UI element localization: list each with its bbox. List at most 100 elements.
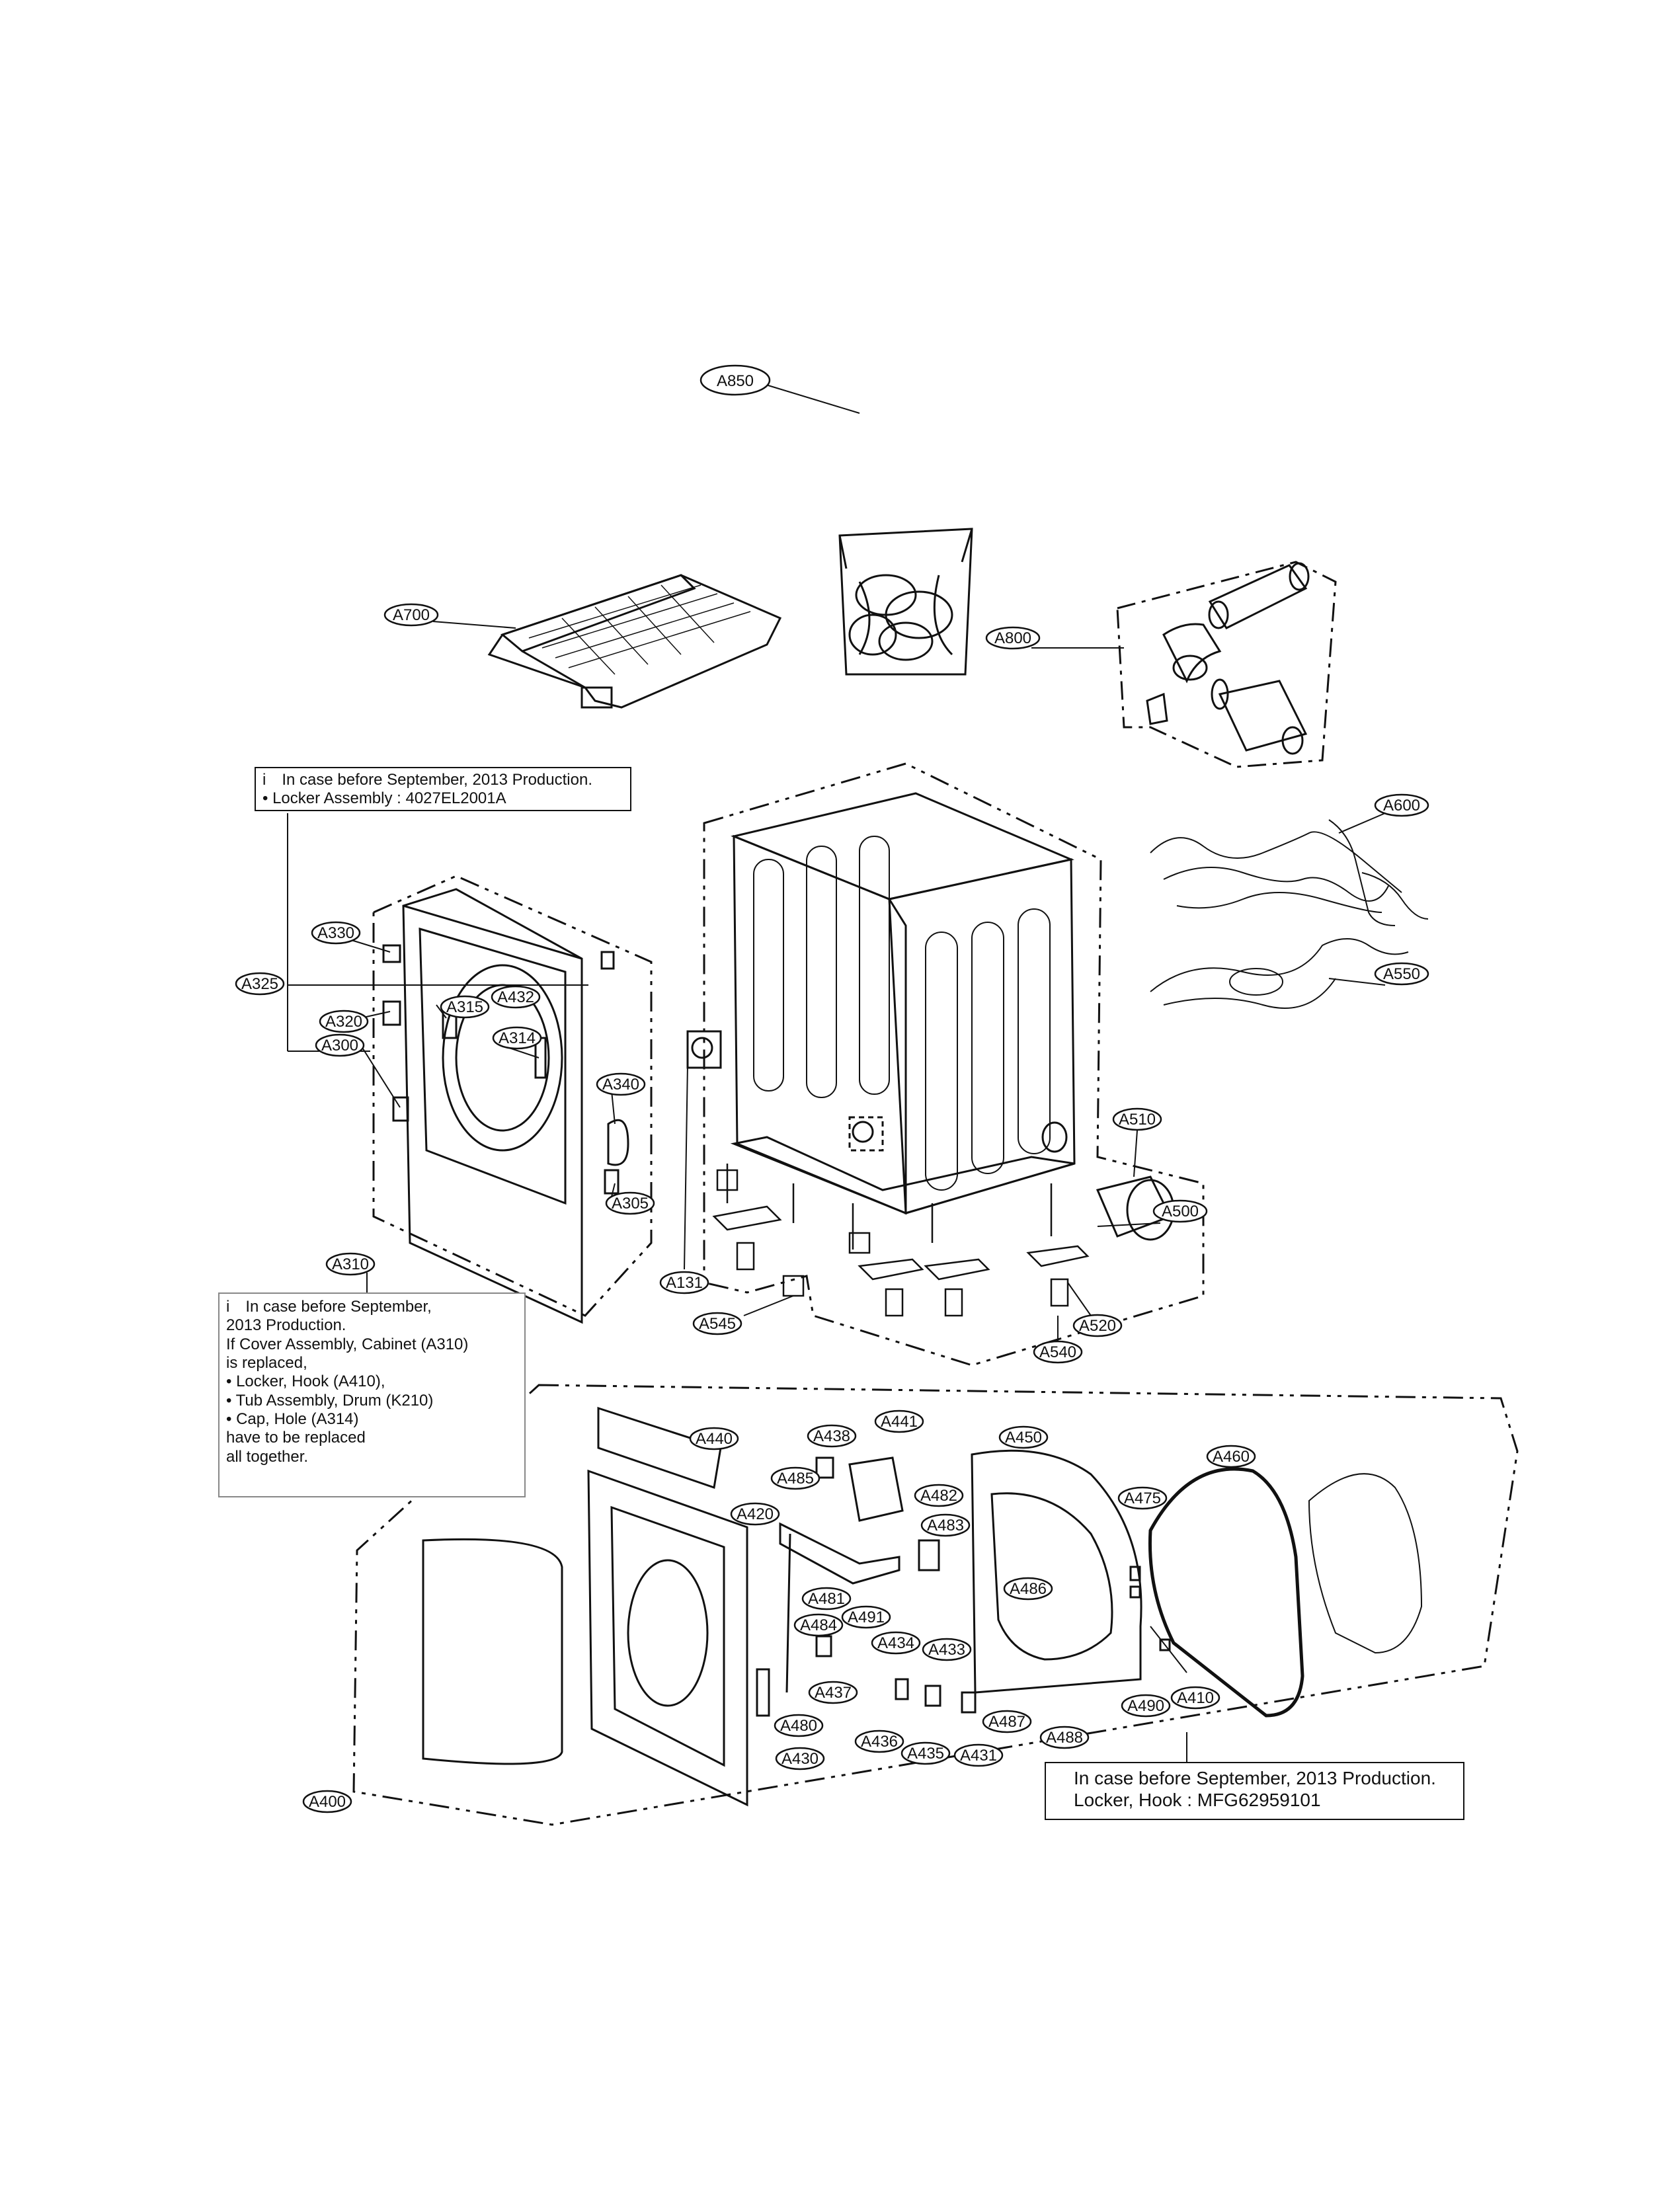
callout-A320: A320 xyxy=(319,1010,369,1033)
callout-A500: A500 xyxy=(1152,1199,1208,1223)
callout-A488: A488 xyxy=(1039,1726,1090,1749)
note-text: In case before September, 2013 Productio… xyxy=(282,771,592,789)
note-line: is replaced, xyxy=(226,1353,307,1372)
svg-text:A475: A475 xyxy=(1124,1490,1161,1507)
callout-A410: A410 xyxy=(1170,1686,1220,1710)
svg-text:A540: A540 xyxy=(1039,1343,1076,1361)
cabinet-group xyxy=(686,762,1429,1367)
note-line: • Tub Assembly, Drum (K210) xyxy=(226,1391,434,1410)
callout-A310: A310 xyxy=(325,1252,376,1276)
svg-text:A325: A325 xyxy=(241,975,278,993)
svg-text:A441: A441 xyxy=(881,1413,918,1431)
svg-text:A433: A433 xyxy=(928,1641,965,1659)
callout-A400: A400 xyxy=(302,1790,352,1813)
callout-A485: A485 xyxy=(770,1466,820,1490)
svg-text:A440: A440 xyxy=(696,1430,733,1448)
callout-A330: A330 xyxy=(311,921,361,945)
callout-A433: A433 xyxy=(922,1638,972,1661)
callout-A300: A300 xyxy=(315,1033,365,1057)
svg-text:A600: A600 xyxy=(1383,797,1420,814)
note-text: Locker Assembly : 4027EL2001A xyxy=(272,789,506,808)
door-group xyxy=(352,1384,1519,1826)
callout-A487: A487 xyxy=(982,1710,1032,1733)
note-text: In case before September, xyxy=(245,1298,432,1316)
svg-text:A550: A550 xyxy=(1383,965,1420,983)
note-line: have to be replaced xyxy=(226,1429,366,1447)
note-line: 2013 Production. xyxy=(226,1316,346,1335)
svg-text:A481: A481 xyxy=(808,1590,845,1608)
note-line: • Locker, Hook (A410), xyxy=(226,1372,385,1391)
svg-text:A436: A436 xyxy=(861,1733,898,1751)
svg-text:A487: A487 xyxy=(988,1713,1025,1731)
callout-A437: A437 xyxy=(808,1681,858,1704)
callout-A850: A850 xyxy=(700,364,771,396)
callout-A434: A434 xyxy=(871,1631,921,1655)
callout-A490: A490 xyxy=(1121,1694,1171,1718)
callout-A482: A482 xyxy=(914,1484,964,1507)
svg-text:A491: A491 xyxy=(848,1609,885,1626)
note-cover-assembly: i In case before September, 2013 Product… xyxy=(218,1292,526,1497)
parts-bag-part xyxy=(838,528,973,676)
svg-text:A490: A490 xyxy=(1127,1697,1164,1715)
callout-A540: A540 xyxy=(1033,1340,1083,1364)
callout-A475: A475 xyxy=(1117,1486,1168,1510)
svg-text:A434: A434 xyxy=(877,1634,914,1652)
svg-text:A450: A450 xyxy=(1005,1429,1042,1447)
svg-text:A510: A510 xyxy=(1119,1111,1156,1129)
svg-text:A480: A480 xyxy=(780,1717,817,1735)
callout-A431: A431 xyxy=(953,1743,1004,1767)
callout-A340: A340 xyxy=(596,1072,646,1096)
callout-A483: A483 xyxy=(920,1513,971,1537)
callout-A315: A315 xyxy=(440,995,490,1019)
svg-text:A432: A432 xyxy=(497,988,534,1006)
svg-text:A484: A484 xyxy=(800,1616,837,1634)
callout-A800: A800 xyxy=(985,626,1041,650)
callout-A480: A480 xyxy=(774,1714,824,1737)
note-text: Tub Assembly, Drum (K210) xyxy=(235,1391,434,1410)
svg-text:A460: A460 xyxy=(1213,1448,1250,1466)
svg-text:A486: A486 xyxy=(1010,1580,1047,1598)
callout-A700: A700 xyxy=(383,603,439,627)
callout-A550: A550 xyxy=(1374,962,1429,986)
note-line: all together. xyxy=(226,1447,309,1466)
note-locker-hook: In case before September, 2013 Productio… xyxy=(1045,1762,1464,1820)
callout-A438: A438 xyxy=(807,1424,857,1448)
callout-A545: A545 xyxy=(692,1312,742,1335)
svg-text:A430: A430 xyxy=(781,1750,819,1768)
svg-text:A438: A438 xyxy=(813,1427,850,1445)
note-line: i In case before September, xyxy=(226,1298,432,1316)
front-cover-group xyxy=(372,875,653,1324)
vent-kit-part xyxy=(1116,561,1337,768)
callout-A484: A484 xyxy=(793,1613,844,1637)
svg-text:A482: A482 xyxy=(920,1487,957,1505)
svg-text:A320: A320 xyxy=(325,1013,362,1031)
callout-A441: A441 xyxy=(874,1410,924,1433)
note-line: Locker, Hook : MFG62959101 xyxy=(1074,1790,1321,1811)
note-text: Cap, Hole (A314) xyxy=(236,1410,359,1428)
svg-text:A330: A330 xyxy=(317,924,354,942)
callout-A520: A520 xyxy=(1072,1314,1123,1337)
svg-text:A520: A520 xyxy=(1079,1317,1116,1335)
note-line: • Locker Assembly : 4027EL2001A xyxy=(262,789,506,808)
svg-text:A435: A435 xyxy=(907,1745,944,1763)
svg-text:A340: A340 xyxy=(602,1076,639,1093)
svg-text:A305: A305 xyxy=(612,1195,649,1212)
callout-A450: A450 xyxy=(998,1425,1049,1449)
svg-text:A800: A800 xyxy=(994,629,1031,647)
callout-A491: A491 xyxy=(841,1605,891,1629)
svg-text:A300: A300 xyxy=(321,1037,358,1054)
callout-A436: A436 xyxy=(854,1729,904,1753)
callout-A481: A481 xyxy=(801,1587,852,1610)
callout-A305: A305 xyxy=(605,1191,655,1215)
svg-text:A437: A437 xyxy=(815,1684,852,1702)
callout-A440: A440 xyxy=(689,1427,739,1450)
drying-rack-part xyxy=(487,574,782,709)
svg-text:A483: A483 xyxy=(927,1517,964,1534)
part-callouts: A850 A700 A800 A600 A550 A500 A510 A520 … xyxy=(235,364,1429,1813)
callout-A314: A314 xyxy=(492,1026,542,1050)
note-text: Locker, Hook (A410), xyxy=(236,1372,385,1391)
callout-A430: A430 xyxy=(775,1747,825,1770)
callout-A131: A131 xyxy=(659,1271,709,1294)
callout-A325: A325 xyxy=(235,972,285,996)
svg-text:A410: A410 xyxy=(1177,1689,1214,1707)
